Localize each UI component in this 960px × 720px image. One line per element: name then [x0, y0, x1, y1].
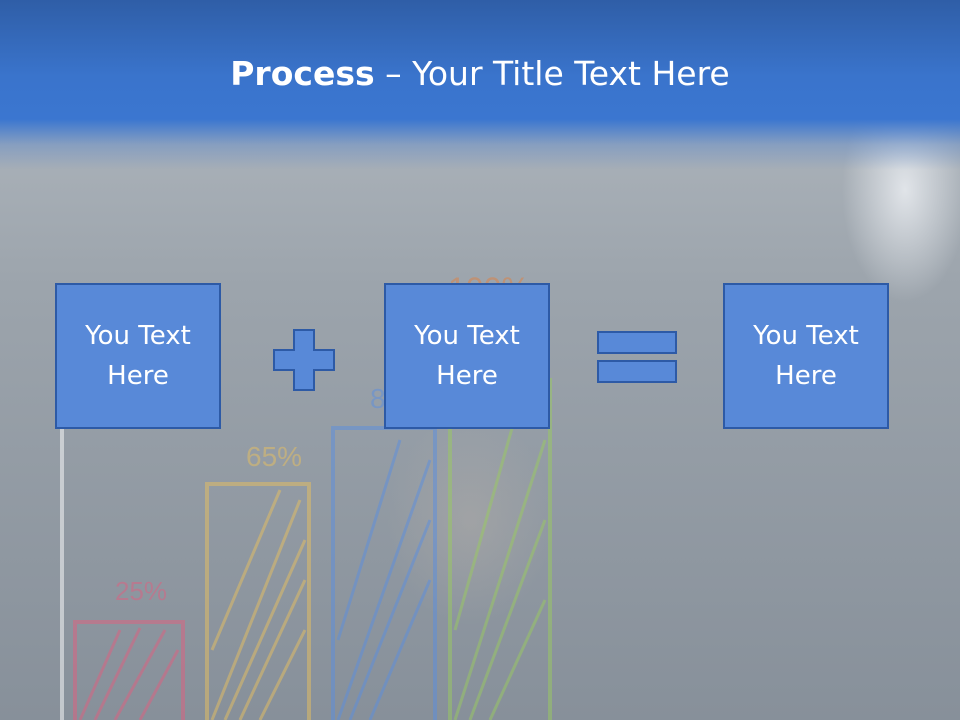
sketch-label-85: 8	[370, 383, 386, 414]
process-box-2[interactable]: You Text Here	[384, 283, 550, 429]
process-box-1-text: You Text Here	[85, 321, 191, 391]
sketch-bar-25	[73, 620, 185, 720]
equals-icon	[597, 331, 677, 383]
sketch-label-65: 65%	[246, 441, 302, 472]
process-box-1[interactable]: You Text Here	[55, 283, 221, 429]
title-rest: – Your Title Text Here	[374, 54, 730, 93]
sketch-bar-65	[205, 482, 311, 720]
process-box-2-text: You Text Here	[414, 321, 520, 391]
title-strong: Process	[230, 54, 375, 93]
slide-title[interactable]: Process – Your Title Text Here	[0, 52, 960, 96]
sketch-bar-85	[331, 426, 437, 720]
title-bar	[0, 0, 960, 170]
process-box-3[interactable]: You Text Here	[723, 283, 889, 429]
plus-icon	[273, 329, 335, 391]
process-box-3-text: You Text Here	[753, 321, 859, 391]
sketch-label-25: 25%	[115, 576, 167, 606]
